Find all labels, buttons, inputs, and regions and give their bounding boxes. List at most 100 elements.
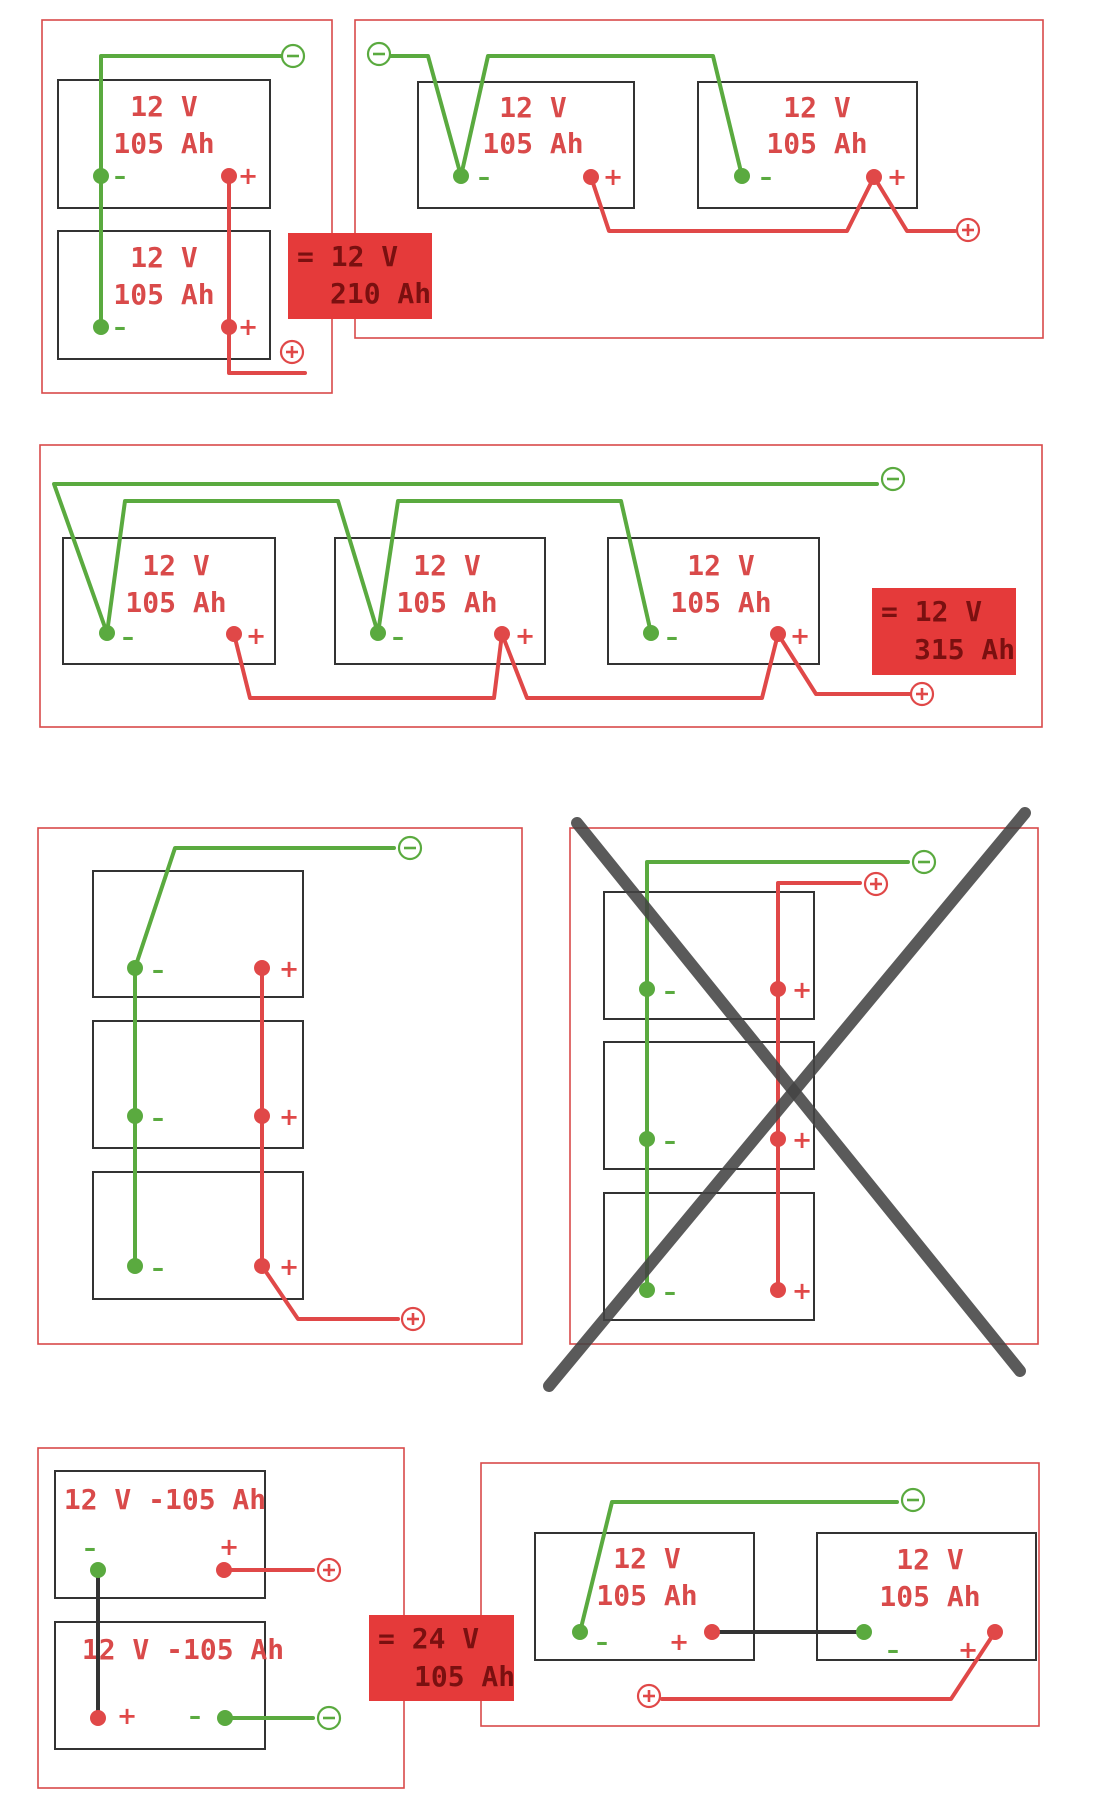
result-capacity: 105 Ah bbox=[414, 1660, 515, 1693]
positive-sign: + bbox=[515, 622, 535, 650]
negative-post bbox=[93, 319, 109, 335]
negative-sign: – bbox=[664, 1127, 676, 1155]
negative-wire bbox=[578, 1500, 899, 1634]
battery-box bbox=[92, 870, 304, 998]
negative-sign: – bbox=[760, 163, 772, 191]
result-badge-three-parallel: = 12 V 315 Ah bbox=[872, 588, 1016, 675]
positive-post bbox=[866, 169, 882, 185]
result-capacity: 315 Ah bbox=[914, 633, 1015, 666]
battery-box bbox=[603, 891, 815, 1020]
battery-voltage-label: 12 V bbox=[896, 1543, 964, 1576]
plus-circle-icon bbox=[400, 1306, 426, 1332]
negative-post bbox=[639, 1131, 655, 1147]
battery-box bbox=[57, 230, 271, 360]
panel-two-parallel-stacked: 12 V 105 Ah 12 V 105 Ah – – + + bbox=[41, 19, 333, 394]
negative-post bbox=[639, 981, 655, 997]
battery-box bbox=[57, 79, 271, 209]
battery-box bbox=[697, 81, 918, 209]
positive-sign: + bbox=[279, 955, 299, 983]
battery-voltage-label: 12 V bbox=[413, 549, 481, 582]
battery-capacity-label: 105 Ah bbox=[670, 586, 771, 619]
positive-post bbox=[221, 168, 237, 184]
positive-post bbox=[583, 169, 599, 185]
negative-post bbox=[370, 625, 386, 641]
negative-sign: – bbox=[122, 623, 134, 651]
negative-post bbox=[572, 1624, 588, 1640]
positive-post bbox=[704, 1624, 720, 1640]
positive-sign: + bbox=[279, 1103, 299, 1131]
battery-capacity-label: 105 Ah bbox=[482, 127, 583, 160]
positive-post bbox=[770, 626, 786, 642]
battery-box bbox=[603, 1192, 815, 1321]
panel-frame bbox=[354, 19, 1044, 339]
plus-circle-icon bbox=[316, 1557, 342, 1583]
minus-circle-icon bbox=[900, 1487, 926, 1513]
panel-two-parallel-side: 12 V 105 Ah 12 V 105 Ah – – + + bbox=[354, 19, 1044, 339]
result-voltage: = 12 V bbox=[297, 240, 398, 273]
negative-sign: – bbox=[478, 163, 490, 191]
negative-post bbox=[90, 1562, 106, 1578]
negative-sign: – bbox=[152, 1254, 164, 1282]
battery-voltage-label: 12 V bbox=[142, 549, 210, 582]
negative-wire bbox=[99, 54, 284, 329]
x-cross-icon bbox=[543, 807, 1031, 1392]
plus-circle-icon bbox=[636, 1683, 662, 1709]
battery-capacity-label: 105 Ah bbox=[766, 127, 867, 160]
positive-wire bbox=[232, 632, 912, 700]
negative-sign: – bbox=[887, 1636, 899, 1664]
panel-two-series-stacked: 12 V -105 Ah 12 V -105 Ah – + + – bbox=[37, 1447, 405, 1789]
negative-sign: – bbox=[84, 1534, 96, 1562]
battery-capacity-label: 105 Ah bbox=[113, 278, 214, 311]
minus-circle-icon bbox=[280, 43, 306, 69]
plus-circle-icon bbox=[955, 217, 981, 243]
plus-circle-icon bbox=[909, 681, 935, 707]
positive-sign: + bbox=[279, 1253, 299, 1281]
battery-box bbox=[54, 1621, 266, 1750]
negative-post bbox=[127, 1258, 143, 1274]
positive-sign: + bbox=[669, 1628, 689, 1656]
panel-frame bbox=[569, 827, 1039, 1345]
positive-post bbox=[221, 319, 237, 335]
battery-voltage-label: 12 V bbox=[499, 91, 567, 124]
result-voltage: = 24 V bbox=[378, 1622, 479, 1655]
positive-post bbox=[770, 981, 786, 997]
battery-label: 12 V -105 Ah bbox=[64, 1483, 266, 1516]
positive-sign: + bbox=[246, 622, 266, 650]
negative-sign: – bbox=[152, 956, 164, 984]
negative-sign: – bbox=[189, 1702, 201, 1730]
battery-capacity-label: 105 Ah bbox=[125, 586, 226, 619]
battery-box bbox=[92, 1020, 304, 1149]
minus-circle-icon bbox=[397, 835, 423, 861]
battery-box bbox=[62, 537, 276, 665]
negative-post bbox=[734, 168, 750, 184]
result-badge-two-series: = 24 V 105 Ah bbox=[369, 1615, 515, 1701]
battery-box bbox=[54, 1470, 266, 1599]
negative-post bbox=[99, 625, 115, 641]
positive-sign: + bbox=[790, 622, 810, 650]
negative-post bbox=[217, 1710, 233, 1726]
negative-wire bbox=[388, 54, 744, 178]
positive-sign: + bbox=[219, 1533, 239, 1561]
panel-frame bbox=[39, 444, 1043, 728]
positive-wire bbox=[589, 175, 957, 233]
battery-box bbox=[607, 537, 820, 665]
panel-three-stacked-incorrect: – – – + + + bbox=[543, 807, 1039, 1392]
negative-post bbox=[93, 168, 109, 184]
negative-sign: – bbox=[664, 1278, 676, 1306]
positive-wire bbox=[227, 174, 307, 375]
negative-sign: – bbox=[152, 1104, 164, 1132]
negative-sign: – bbox=[114, 162, 126, 190]
positive-post bbox=[254, 1108, 270, 1124]
positive-post bbox=[254, 960, 270, 976]
negative-sign: – bbox=[392, 623, 404, 651]
positive-sign: + bbox=[792, 976, 812, 1004]
panel-frame bbox=[480, 1462, 1040, 1727]
positive-post bbox=[216, 1562, 232, 1578]
negative-post bbox=[127, 1108, 143, 1124]
result-capacity: 210 Ah bbox=[330, 277, 431, 310]
battery-box bbox=[603, 1041, 815, 1170]
positive-sign: + bbox=[238, 162, 258, 190]
battery-capacity-label: 105 Ah bbox=[596, 1579, 697, 1612]
panel-frame bbox=[37, 827, 523, 1345]
negative-post bbox=[856, 1624, 872, 1640]
